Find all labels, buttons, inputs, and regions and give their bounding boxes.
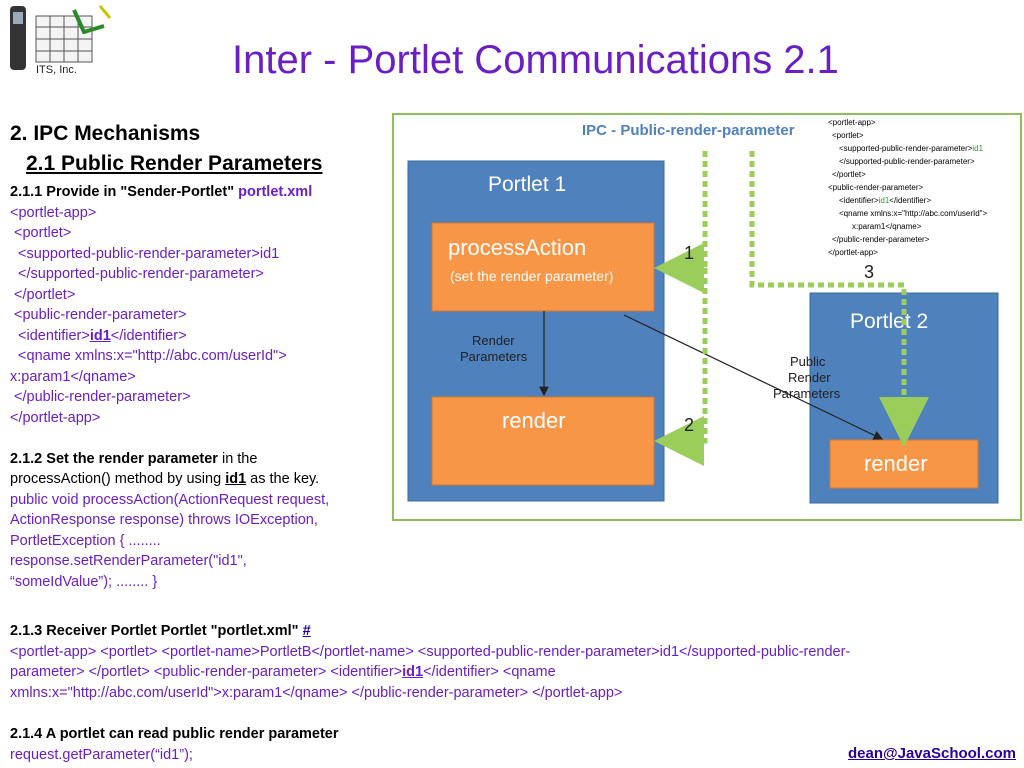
footer-email-link[interactable]: dean@JavaSchool.com <box>847 745 1016 762</box>
code-line: PortletException { ........ <box>10 532 161 549</box>
xml-line: </portlet> <box>832 170 866 179</box>
code-line: <public-render-parameter> <box>10 307 187 323</box>
xml-line: <public-render-parameter> <box>828 183 923 192</box>
xml-id: id1 <box>972 144 983 153</box>
s213-code-b: parameter> </portlet> <public-render-par… <box>10 664 403 680</box>
code-line: </public-render-parameter> <box>10 389 191 405</box>
s214-heading: 2.1.4 A portlet can read public render p… <box>10 726 339 742</box>
code-line: </supported-public-render-parameter> <box>10 266 264 282</box>
s211-heading-line: 2.1.1 Provide in "Sender-Portlet" portle… <box>10 182 390 203</box>
ipc-diagram: IPC - Public-render-parameter Portlet 1 … <box>392 113 1022 521</box>
section-2-1-4: 2.1.4 A portlet can read public render p… <box>10 724 610 765</box>
public-3: Parameters <box>773 386 841 401</box>
s213-heading: 2.1.3 Receiver Portlet Portlet "portlet.… <box>10 623 303 639</box>
code-line-identifier: <identifier>id1</identifier> <box>10 326 390 347</box>
its-logo <box>10 5 112 70</box>
step-3: 3 <box>864 262 874 282</box>
code-line: <portlet-app> <box>10 204 97 221</box>
public-arrow <box>623 314 884 440</box>
page-title: Inter - Portlet Communications 2.1 <box>232 38 839 82</box>
identifier-open: <identifier> <box>10 327 90 344</box>
process-action-box <box>431 222 655 312</box>
xml-line: <portlet-app> <box>828 118 876 127</box>
s213-code-b-line: parameter> </portlet> <public-render-par… <box>10 662 1020 683</box>
process-action-label: processAction <box>448 235 586 260</box>
s213-heading-line: 2.1.3 Receiver Portlet Portlet "portlet.… <box>10 621 1020 642</box>
s214-code: request.getParameter(“id1”); <box>10 746 193 763</box>
code-line: <qname xmlns:x="http://abc.com/userId"> <box>10 348 287 364</box>
diagram-title: IPC - Public-render-parameter <box>582 122 795 139</box>
grid-icon <box>35 15 93 63</box>
render2-box <box>829 439 979 489</box>
step-2: 2 <box>684 415 694 435</box>
code-line: x:param1</qname> <box>10 368 136 385</box>
s212-text1: in the <box>217 450 258 467</box>
xml-ident-close: </identifier> <box>889 196 931 205</box>
code-line: ActionResponse response) throws IOExcept… <box>10 512 318 528</box>
s212-key: id1 <box>225 471 247 487</box>
s212-text3: as the key. <box>246 471 320 487</box>
public-2: Render <box>788 370 831 385</box>
logo-text: ITS, Inc. <box>36 64 77 76</box>
public-1: Public <box>790 354 826 369</box>
code-line: </portlet> <box>10 286 76 303</box>
xml-line: </portlet-app> <box>828 248 878 257</box>
s213-code-c: </identifier> <qname <box>423 664 556 680</box>
dash-path-3 <box>749 151 929 447</box>
xml-supported: <supported-public-render-parameter> <box>839 144 973 153</box>
code-line: </portlet-app> <box>10 409 101 426</box>
render1-box <box>431 396 655 486</box>
id-token: id1 <box>89 327 111 344</box>
xml-line: <qname xmlns:x="http://abc.com/userId"> <box>839 209 988 218</box>
s212-heading: 2.1.2 Set the render parameter <box>10 450 218 467</box>
portlet2-label: Portlet 2 <box>850 310 928 333</box>
code-line: <supported-public-render-parameter>id1 <box>10 245 280 262</box>
s212-line1: 2.1.2 Set the render parameter in the <box>10 449 390 470</box>
xml-snippet: <portlet-app> <portlet> <supported-publi… <box>828 118 988 257</box>
xml-line-identifier: <identifier>id1</identifier> <box>839 196 931 205</box>
hash-link[interactable]: # <box>302 623 311 639</box>
s213-code-d: xmlns:x="http://abc.com/userId">x:param1… <box>10 684 623 701</box>
render-params-2: Parameters <box>460 349 528 364</box>
s212-text2: processAction() method by using <box>10 471 226 487</box>
s211-heading: 2.1.1 Provide in "Sender-Portlet" <box>10 184 235 200</box>
xml-ident-open: <identifier> <box>839 196 879 205</box>
code-line: response.setRenderParameter("id1", <box>10 553 247 569</box>
section-2-1-3: 2.1.3 Receiver Portlet Portlet "portlet.… <box>10 621 1020 703</box>
code-line: “someIdValue”); ........ } <box>10 573 158 590</box>
code-line: <portlet> <box>10 225 72 241</box>
identifier-close: </identifier> <box>110 327 187 344</box>
xml-line: </public-render-parameter> <box>832 235 930 244</box>
id-token: id1 <box>402 664 424 680</box>
s212-line2: processAction() method by using id1 as t… <box>10 469 390 490</box>
render-params-1: Render <box>472 333 515 348</box>
xml-line: <portlet> <box>832 131 864 140</box>
step-1: 1 <box>684 243 694 263</box>
dash-path-1 <box>654 151 708 293</box>
section-2-1-1: 2.1.1 Provide in "Sender-Portlet" portle… <box>10 182 390 592</box>
render1-label: render <box>502 408 566 433</box>
xml-line: </supported-public-render-parameter> <box>839 157 975 166</box>
code-line: public void processAction(ActionRequest … <box>10 491 330 508</box>
xml-id2: id1 <box>879 196 890 205</box>
xml-line: x:param1</qname> <box>852 222 922 231</box>
render2-label: render <box>864 451 928 476</box>
portlet1-label: Portlet 1 <box>488 173 566 196</box>
subsection-heading: 2.1 Public Render Parameters <box>26 152 323 175</box>
dash-path-2 <box>654 268 708 466</box>
s211-file: portlet.xml <box>238 184 313 200</box>
section-heading: 2. IPC Mechanisms <box>10 122 201 145</box>
xml-line-id: <supported-public-render-parameter>id1 <box>839 144 984 153</box>
s213-code-a: <portlet-app> <portlet> <portlet-name>Po… <box>10 643 851 660</box>
process-action-sub: (set the render parameter) <box>450 268 613 284</box>
